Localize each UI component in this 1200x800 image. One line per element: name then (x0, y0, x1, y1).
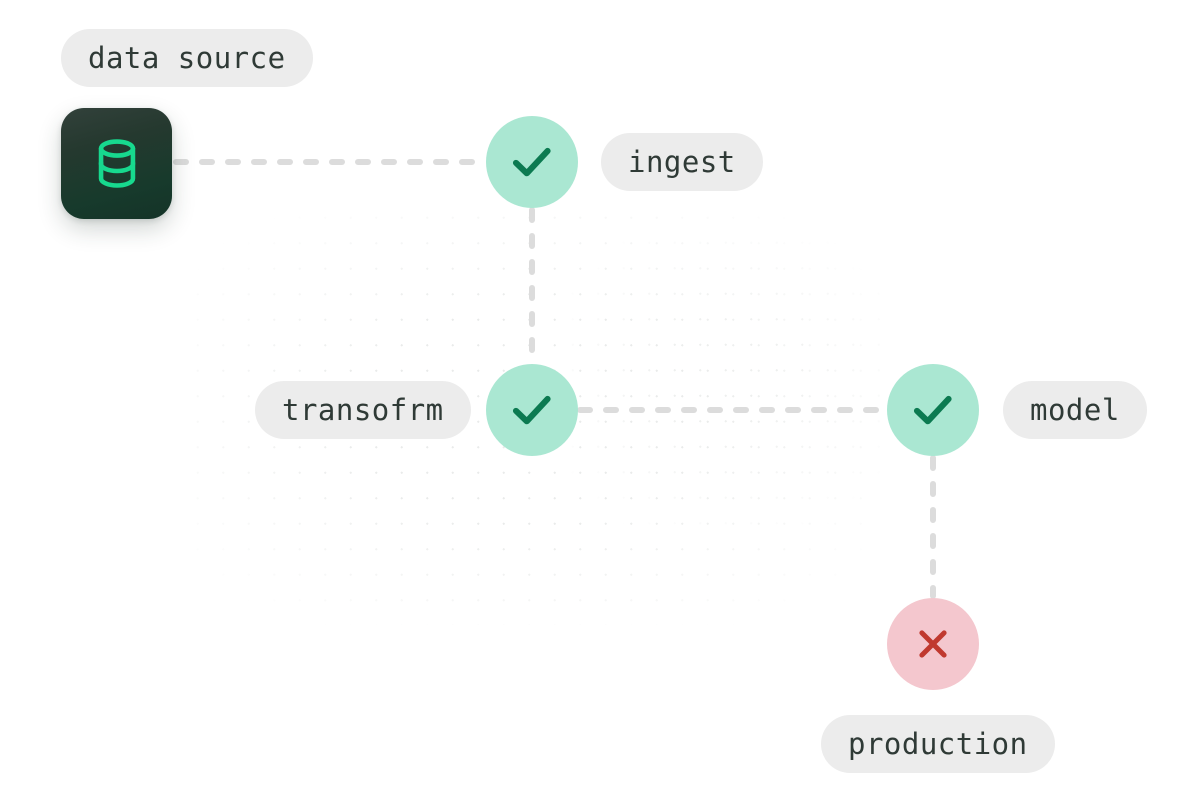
node-transofrm[interactable] (486, 364, 578, 456)
node-label-production: production (821, 715, 1055, 773)
node-model[interactable] (887, 364, 979, 456)
node-ingest[interactable] (486, 116, 578, 208)
node-label-model: model (1003, 381, 1147, 439)
check-icon (512, 395, 551, 425)
check-icon (512, 147, 551, 177)
node-label-transofrm: transofrm (255, 381, 471, 439)
database-icon (98, 138, 135, 188)
node-label-ingest: ingest (601, 133, 763, 191)
node-data-source[interactable] (61, 108, 172, 219)
check-icon (913, 395, 952, 425)
x-icon (919, 630, 947, 658)
dot-grid-background-secondary (560, 230, 890, 530)
node-production[interactable] (887, 598, 979, 690)
node-label-data-source: data source (61, 29, 313, 87)
